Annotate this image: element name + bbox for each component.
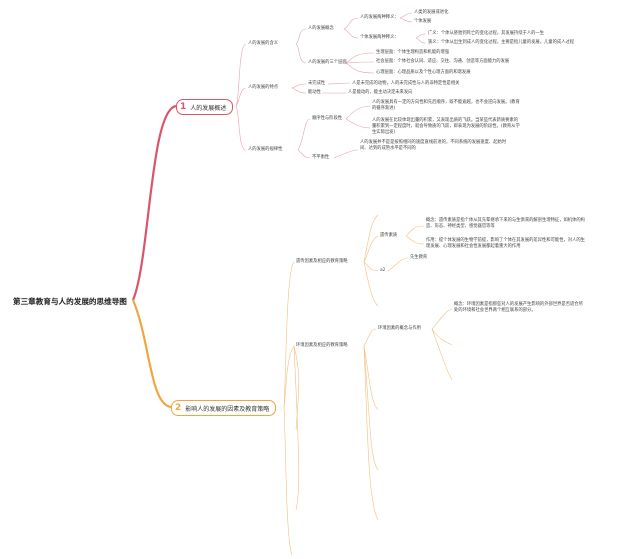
node-individual-development[interactable]: 个体发展: [414, 19, 432, 24]
node-small-label[interactable]: a2: [380, 268, 386, 273]
node-physiological-level[interactable]: 生理层面：个体生理构造和机能的增强: [376, 50, 450, 55]
node-broad-meaning[interactable]: 广义：个体从胚胎到死亡的变化过程，其发展持续于人的一生: [428, 31, 545, 36]
node-initiative[interactable]: 能动性: [308, 90, 321, 95]
branch-development-overview[interactable]: 1 人的发展概述: [176, 99, 234, 115]
branch-number: 2: [175, 403, 182, 413]
node-features[interactable]: 人的发展的特点: [248, 85, 279, 90]
node-incompleteness[interactable]: 未完成性: [308, 81, 326, 86]
node-hereditary-quality[interactable]: 遗传素质: [380, 233, 398, 238]
node-three-levels[interactable]: 人的发展的三个层面: [308, 60, 347, 65]
node-sequence-text-2[interactable]: 人的发展在比较体现出量的积累，又表现出质的飞跃。当某些代表新质要素的量积累到一定…: [372, 118, 520, 135]
node-narrow-meaning[interactable]: 狭义：个体从出生到成人的变化过程，主要是指儿童的发展，儿童的成人过程: [428, 40, 575, 45]
node-incompleteness-text[interactable]: 人是未完成的动物，人的未完成性与人的非特定性是相关: [352, 81, 460, 86]
node-environment-concept[interactable]: 环境因素的概念与作用: [378, 326, 421, 331]
node-hereditary-concept[interactable]: 概念：遗传素质是指个体从其先辈继承下来的与生俱来的解剖生理特征，如机体的构造、形…: [426, 218, 585, 229]
node-human-evolution[interactable]: 人类的发展或进化: [414, 10, 449, 15]
node-initiative-text[interactable]: 人是能动的，能主动决定未来发向: [348, 90, 413, 95]
node-psychological-level[interactable]: 心理层面：心理品质以及个性心理方面的和谐发展: [376, 70, 471, 75]
branch-influencing-factors[interactable]: 2 影响人的发展的因素及教育策略: [171, 400, 277, 416]
branch-label: 影响人的发展的因素及教育策略: [185, 405, 270, 413]
node-individual-meanings[interactable]: 个体发展两种释义：: [360, 35, 399, 40]
node-concept[interactable]: 人的发展概念: [308, 26, 334, 31]
branch-label: 人的发展概述: [190, 104, 227, 112]
node-laws[interactable]: 人的发展的规律性: [248, 147, 283, 152]
node-meaning[interactable]: 人的发展的含义: [248, 41, 279, 46]
node-hereditary-effect[interactable]: 作用：提个体发展的生物学前提，影响了个体在其发展的差异性和可能性，对人的生理发展…: [426, 238, 585, 249]
node-environment-text[interactable]: 概念：环境因素是指那些对人的发展产生影响的外部世界是否适合所处的环境和社会世界两…: [454, 302, 583, 313]
node-sequence[interactable]: 顺序性与阶段性: [312, 116, 343, 121]
node-social-level[interactable]: 社会层面：个体社会认同、适应、交往、沟通、创造等方面能力的发展: [376, 59, 510, 64]
node-heredity[interactable]: 遗传因素及相应的教育策略: [296, 259, 348, 264]
node-imbalance-text[interactable]: 人的发展并不是是按照相同的速度直线前进的，不同系统的发展速度、起始时间、达到的成…: [360, 140, 507, 151]
root-title: 第三章教育与人的发展的思维导图: [13, 297, 127, 306]
node-innate-education[interactable]: 先生教育: [410, 255, 428, 260]
node-two-meanings[interactable]: 人的发展两种释义：: [360, 15, 399, 20]
branch-number: 1: [180, 102, 187, 112]
node-environment[interactable]: 环境因素及相应的教育策略: [296, 343, 348, 348]
node-imbalance[interactable]: 不平衡性: [312, 155, 330, 160]
node-sequence-text-1[interactable]: 人的发展具有一定的方向性和先后顺序，既不能逾越，也不会逆向发展。(教育的循序渐进…: [372, 100, 520, 111]
